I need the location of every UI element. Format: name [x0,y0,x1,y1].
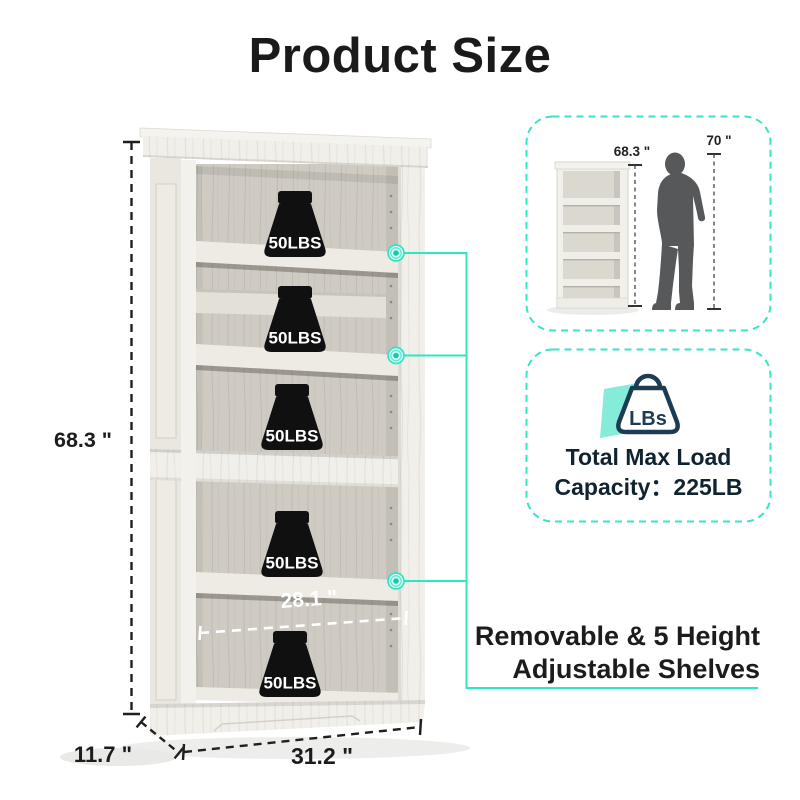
shelf-marker [387,346,405,365]
comparison-item-height-label: 68.3 " [614,144,650,159]
weight-badge: 50LBS [259,631,321,697]
capacity-line-1: Total Max Load [565,444,732,470]
inner-width-dimension-label: 28.1 " [280,586,338,613]
height-dimension-line [123,140,140,716]
page-title: Product Size [248,29,552,83]
size-comparison-panel: 68.3 " 70 " [525,115,772,332]
mini-bookcase-illustration [547,161,639,315]
depth-dimension-line [135,715,185,760]
crown-molding [139,127,432,168]
inner-width-dimension-line [198,610,408,641]
feature-text-line-1: Removable & 5 Height [474,621,760,651]
comparison-person-height-label: 70 " [706,133,731,148]
feature-underline [397,252,758,689]
mid-band [150,449,425,488]
weight-badge-label: 50LBS [269,234,322,253]
weight-badge-label: 50LBS [269,329,322,348]
weight-badge: 50LBS [261,511,323,577]
height-dimension-label: 68.3 " [54,428,112,452]
comparison-person-dimension-line [707,153,721,310]
shelf-marker [387,244,405,262]
weight-badge-label: 50LBS [266,427,319,446]
base-molding [150,700,425,736]
feature-text: Removable & 5 Height Adjustable Shelves [430,620,760,686]
person-silhouette [652,152,706,310]
panel-dashed-border [525,348,772,523]
width-dimension-label: 31.2 " [291,743,353,769]
shelf-markers [387,244,405,590]
capacity-line-2: Capacity：225LB [554,474,743,500]
lbs-badge-label: LBs [629,408,667,430]
width-dimension-line [181,718,423,761]
capacity-text: Total Max Load Capacity：225LB [525,442,772,502]
comparison-item-dimension-line [628,164,642,307]
load-capacity-panel: LBs Total Max Load Capacity：225LB [525,348,772,523]
connector-lines [397,252,758,689]
ground-shadow-left [60,748,176,766]
weight-badge-label: 50LBS [264,674,317,693]
lbs-weight-icon: LBs [600,373,680,438]
weight-badge: 50LBS [261,384,323,450]
shelf-marker [387,572,405,590]
depth-dimension-label: 11.7 " [74,742,132,767]
feature-text-line-2: Adjustable Shelves [512,654,760,684]
weight-badge: 50LBS [264,286,326,352]
weight-badge-label: 50LBS [266,554,319,573]
shelf-pin-holes [389,194,393,648]
weight-badge: 50LBS [264,191,326,257]
ground-shadow [120,737,470,759]
